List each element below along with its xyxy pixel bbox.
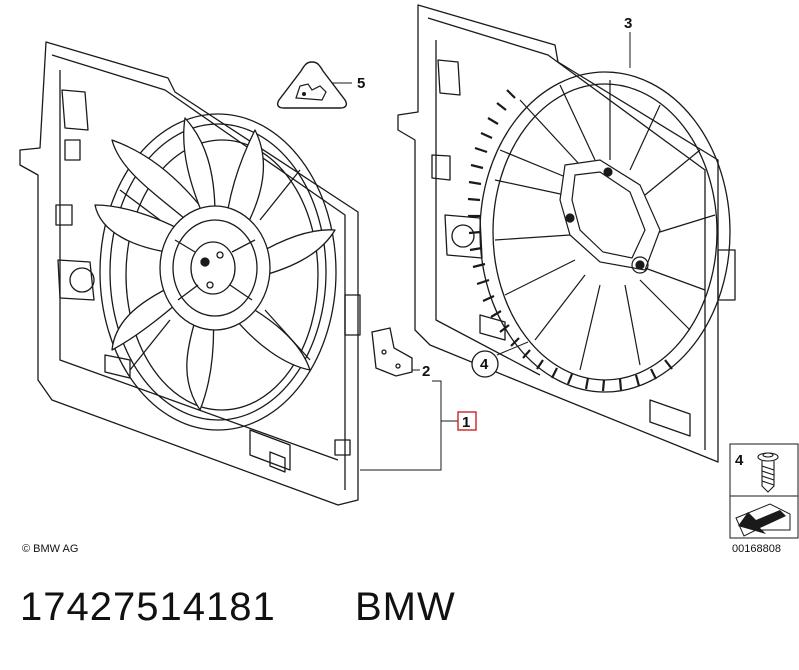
callout-3: 3: [624, 15, 632, 32]
screw-icon: [757, 452, 779, 493]
warning-label-icon: [276, 61, 348, 109]
shroud-ring-fins: [467, 89, 673, 392]
arrow-icon: [735, 503, 791, 537]
callout-1: 1: [462, 414, 470, 431]
fan-assembly-front-view: [19, 41, 361, 506]
image-number: 00168808: [732, 543, 781, 555]
callout-5: 5: [357, 75, 365, 92]
callout-4-circle: [471, 350, 499, 378]
callout-2: 2: [422, 363, 430, 380]
copyright-notice: © BMW AG: [22, 543, 78, 555]
legend-callout-4: 4: [735, 452, 744, 469]
fan-shroud-rear-view: [397, 4, 736, 463]
legend-box: 4: [729, 443, 799, 539]
callout-1-highlight-box: [457, 411, 477, 431]
shroud-struts: [494, 80, 716, 371]
callout-4: 4: [480, 356, 489, 373]
bracket-part: [371, 327, 413, 377]
brand-name: BMW: [355, 585, 456, 629]
part-number: 17427514181: [20, 585, 276, 629]
